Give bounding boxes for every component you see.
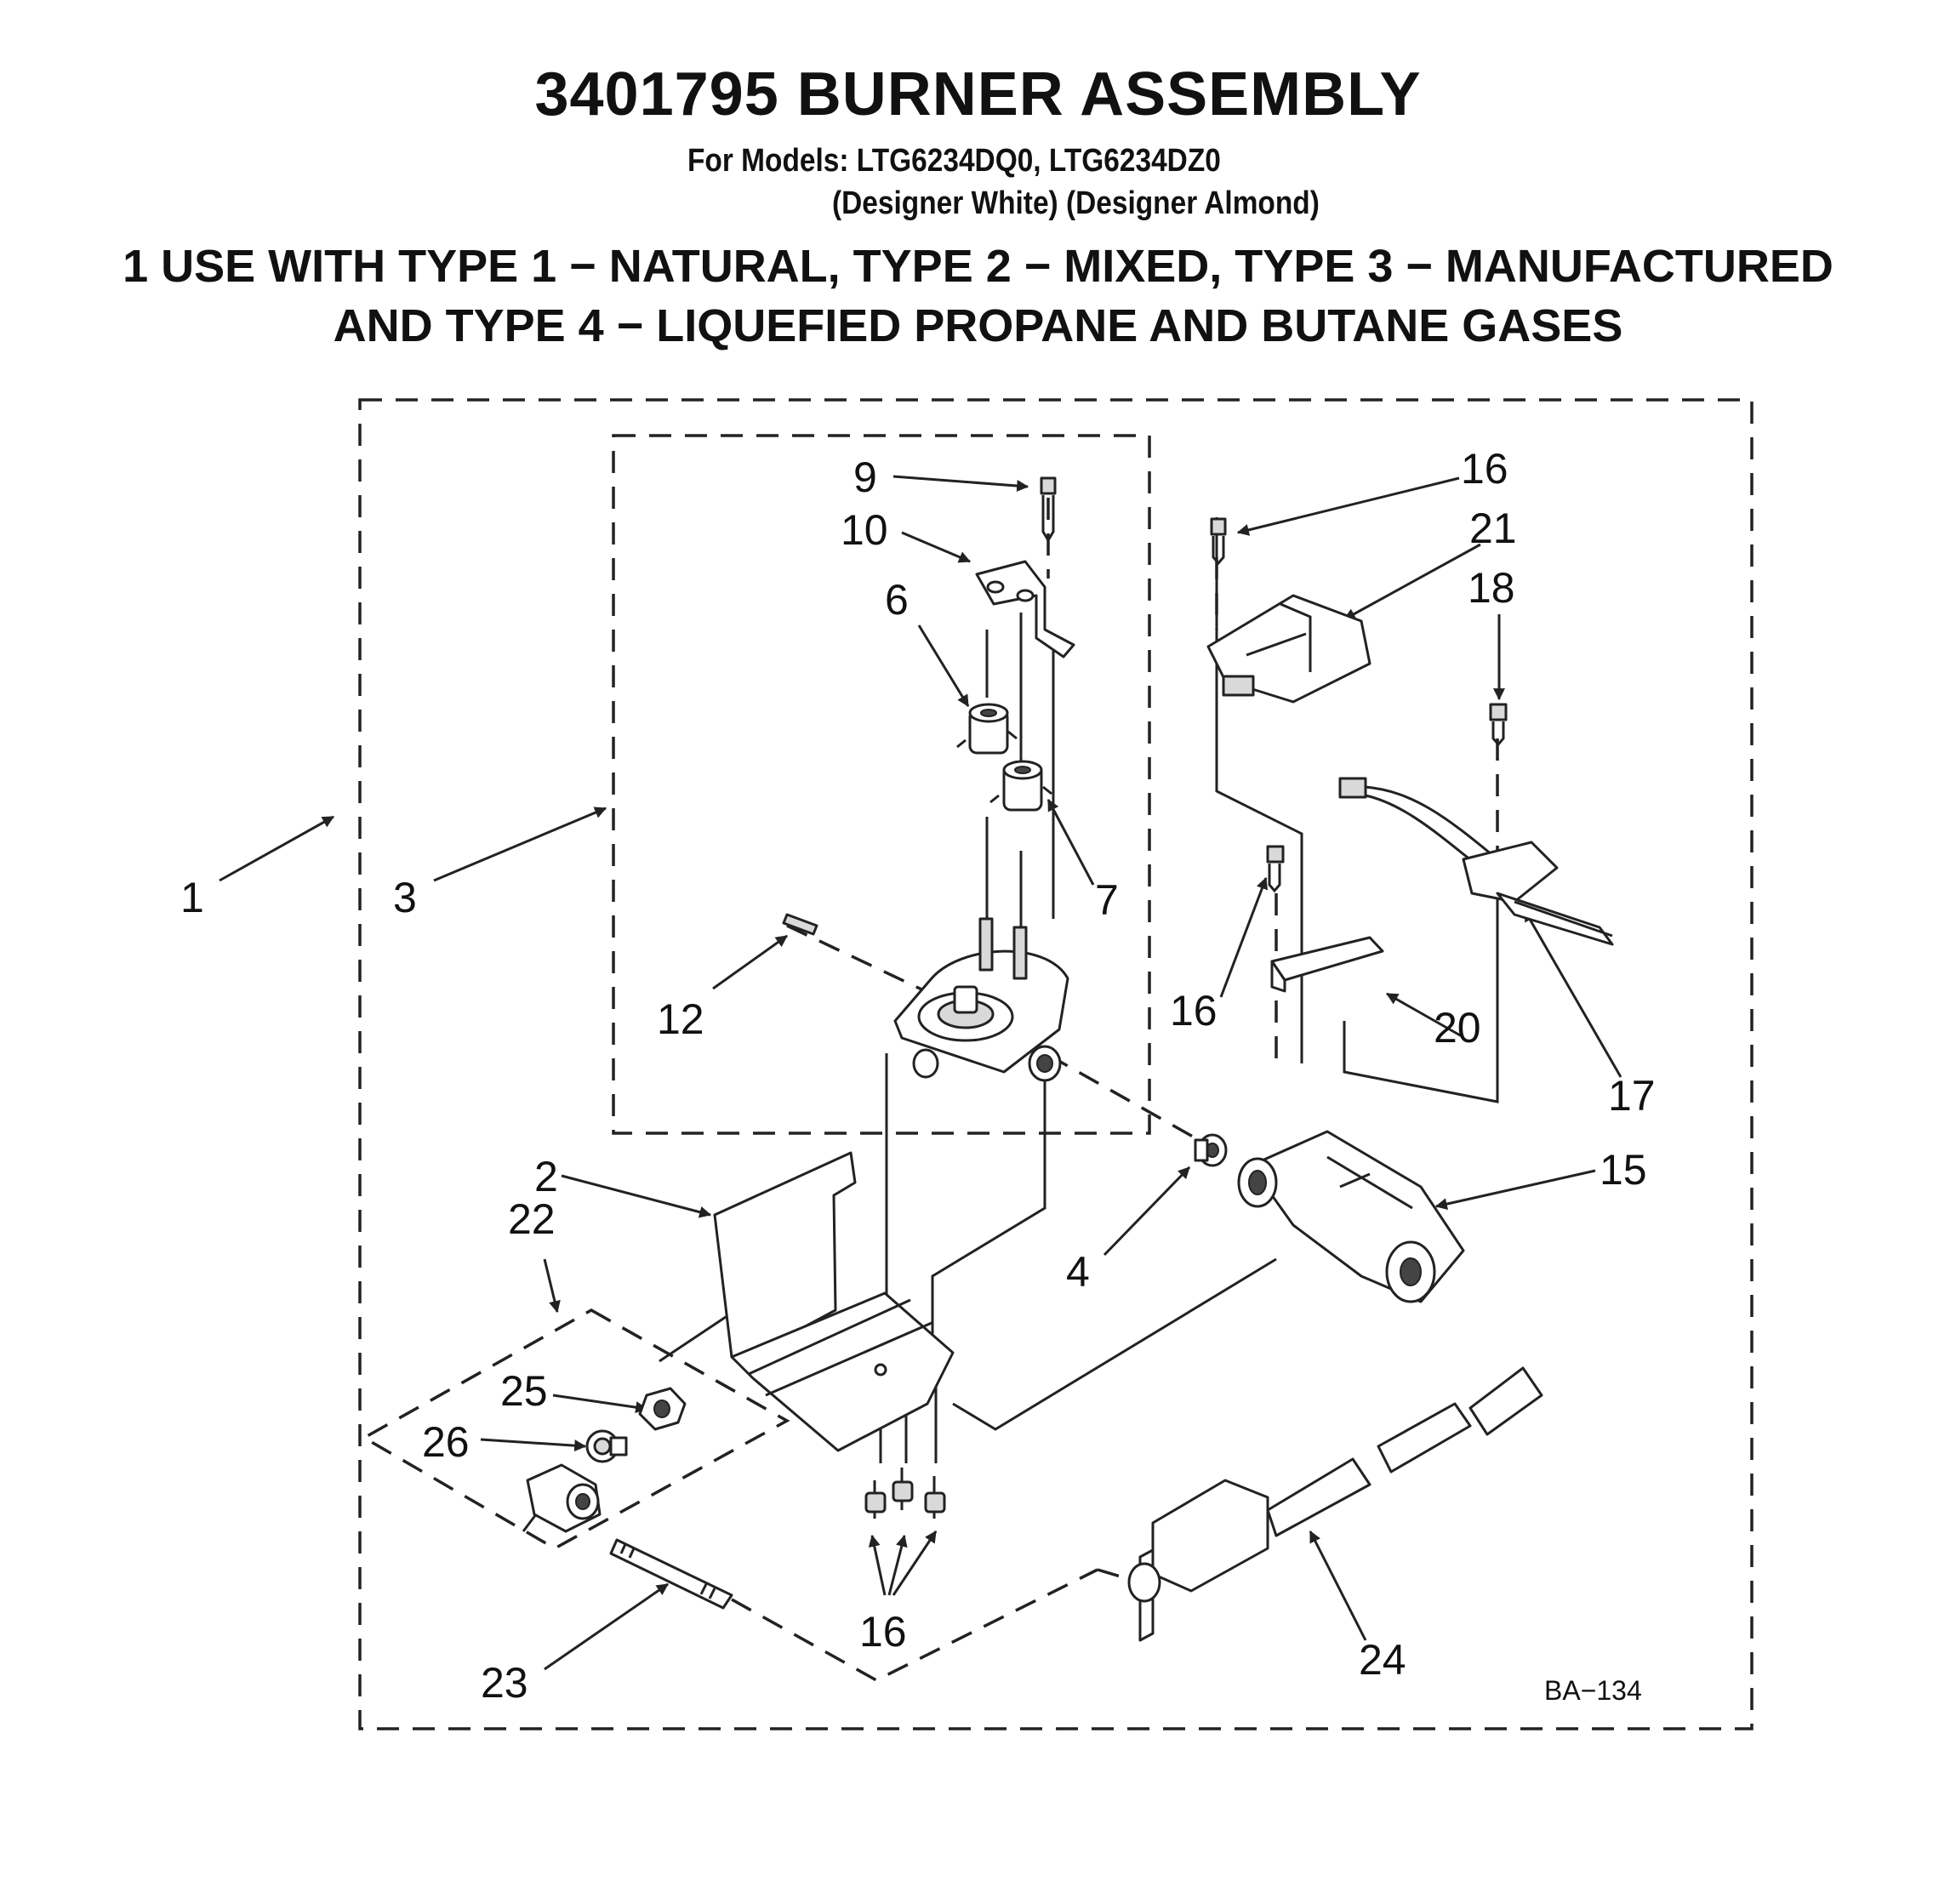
- clip-22: [522, 1463, 602, 1533]
- callout-2: 2: [534, 1153, 558, 1200]
- callout-25: 25: [500, 1367, 548, 1415]
- callout-16-bottom: 16: [859, 1608, 907, 1656]
- plug-12: [782, 913, 818, 936]
- page-title: 3401795 BURNER ASSEMBLY: [534, 60, 1422, 128]
- callout-12: 12: [657, 995, 704, 1043]
- callout-26: 26: [422, 1418, 470, 1466]
- leader-arrows: [219, 475, 1622, 1671]
- screw-26: [585, 1429, 628, 1463]
- screw-18: [1489, 703, 1508, 747]
- assembly-boundary: [358, 398, 1754, 1730]
- finish-line: (Designer White) (Designer Almond): [832, 185, 1320, 221]
- models-line: For Models: LTG6234DQ0, LTG6234DZ0: [687, 143, 1221, 179]
- valve-24: [1127, 1479, 1269, 1642]
- callout-3: 3: [393, 874, 417, 921]
- callout-6: 6: [885, 576, 909, 624]
- usage-line-2: AND TYPE 4 − LIQUEFIED PROPANE AND BUTAN…: [333, 300, 1623, 351]
- nut-25: [638, 1387, 687, 1431]
- callout-23: 23: [481, 1659, 528, 1707]
- callout-9: 9: [853, 453, 877, 501]
- callout-18: 18: [1468, 564, 1515, 612]
- valve-subassembly-boundary: [612, 434, 1151, 1135]
- orifice-23: [609, 1538, 733, 1610]
- heat-shield-2: [713, 1151, 955, 1452]
- callout-16-top: 16: [1461, 445, 1508, 493]
- callout-4: 4: [1066, 1248, 1090, 1296]
- callout-20: 20: [1434, 1004, 1481, 1052]
- hardware-group-boundary: [361, 1308, 790, 1551]
- callout-1: 1: [180, 874, 204, 921]
- igniter-bracket-21: [1206, 594, 1371, 704]
- bracket-20: [1270, 936, 1384, 993]
- screw-16-mid: [1266, 845, 1285, 893]
- usage-line-1: 1 USE WITH TYPE 1 − NATURAL, TYPE 2 − MI…: [123, 241, 1833, 292]
- gas-valve: [893, 917, 1069, 1082]
- callout-10: 10: [841, 506, 888, 554]
- callout-16-mid: 16: [1170, 987, 1218, 1035]
- callout-22: 22: [508, 1195, 556, 1243]
- burner-15: [1237, 1130, 1465, 1303]
- callout-15: 15: [1600, 1146, 1647, 1194]
- callout-17: 17: [1608, 1072, 1656, 1120]
- drawing-code: BA−134: [1544, 1675, 1642, 1706]
- tube-24: [1266, 1366, 1543, 1537]
- callout-24: 24: [1359, 1636, 1406, 1684]
- callout-21: 21: [1469, 505, 1517, 552]
- coil-6: [956, 703, 1018, 755]
- spacer-4: [1194, 1133, 1228, 1167]
- callout-7: 7: [1095, 876, 1119, 924]
- screw-16-top: [1210, 517, 1227, 566]
- connection-lines: [659, 498, 1499, 1682]
- screw-9: [1040, 476, 1057, 543]
- coil-7: [989, 760, 1052, 812]
- bracket-10: [975, 560, 1075, 658]
- igniter-17: [1338, 777, 1614, 946]
- screws-16-bottom: [864, 1468, 946, 1519]
